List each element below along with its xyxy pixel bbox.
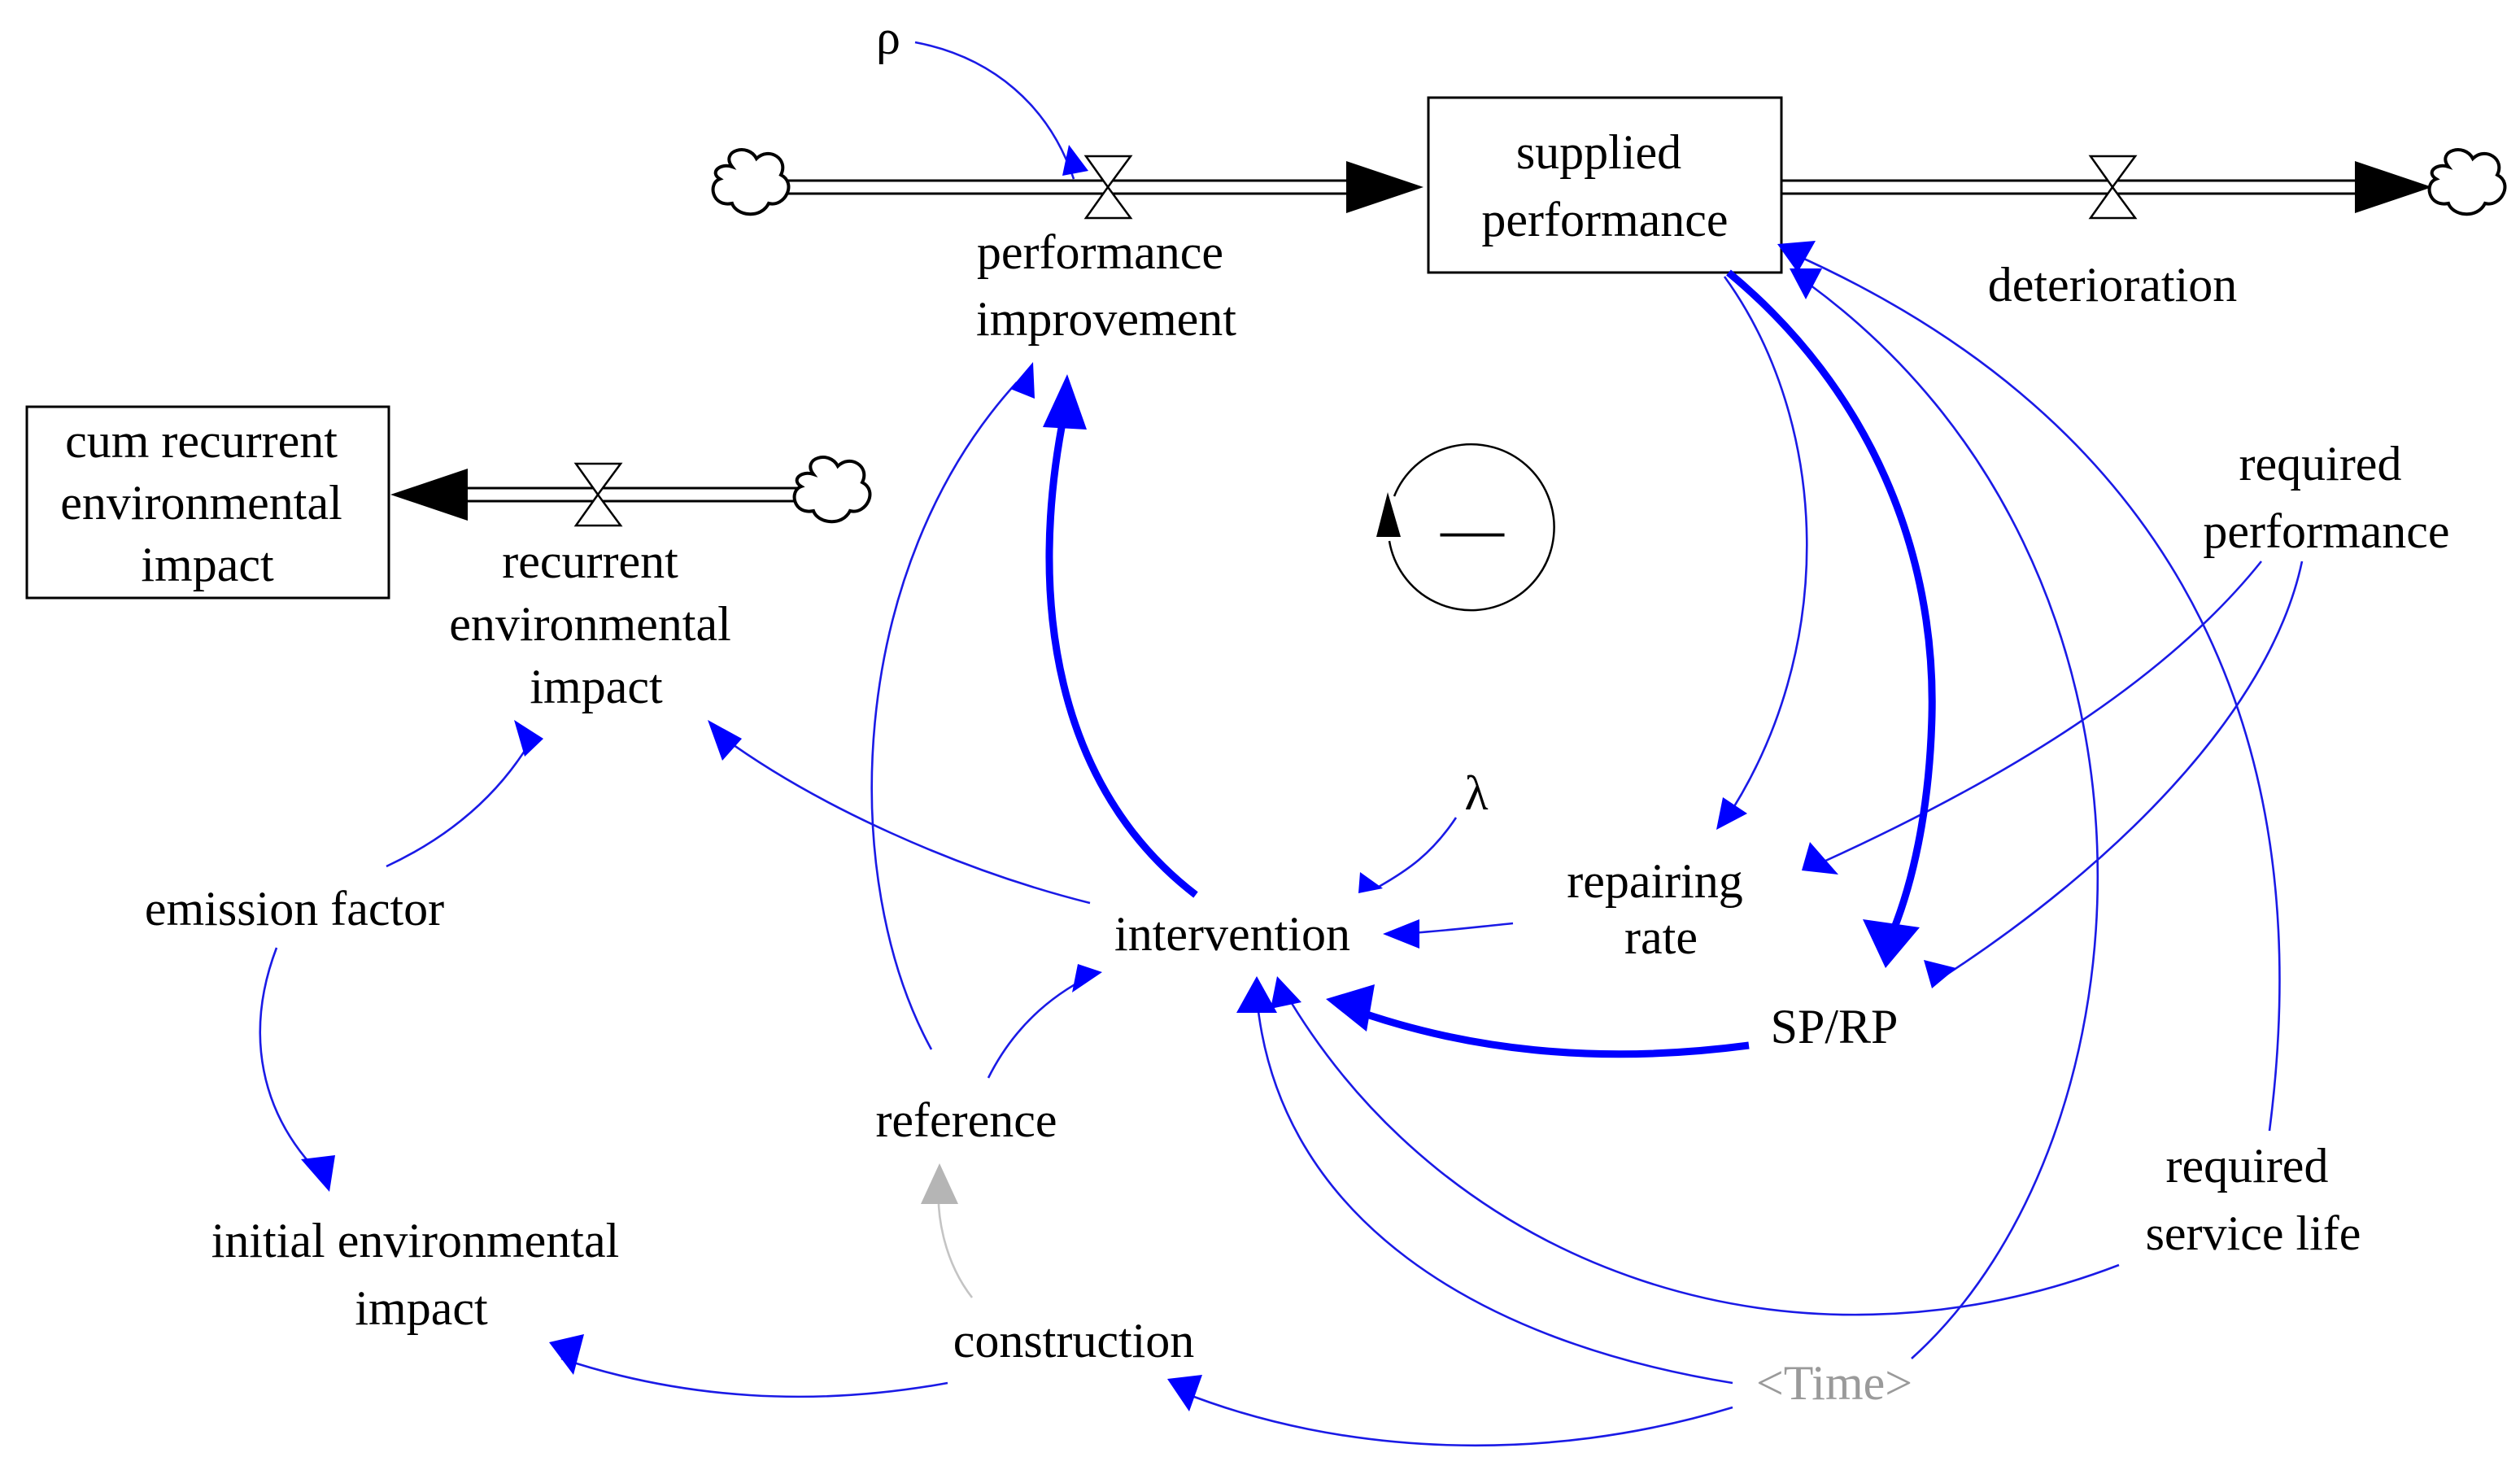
stock-supplied-performance[interactable] [1427,96,1783,274]
link-reference-to-performance-improvement [870,382,1018,1050]
variable-sp-rp[interactable]: SP/RP [1771,1000,1899,1053]
valve-recurrent-environmental-impact [573,462,623,527]
arrowhead [708,720,742,761]
valve-performance-improvement [1083,155,1133,220]
arrowhead [1790,268,1822,299]
link-reference-to-intervention [987,975,1091,1079]
arrowhead [1271,976,1301,1009]
balancing-loop-indicator: — [1376,443,1555,612]
inflow-pipe-recurrent-environmental-impact [390,469,805,521]
source-cloud [792,456,872,524]
inflow-pipe-performance-improvement [783,161,1423,213]
source-cloud [711,148,791,216]
shadow-variable-time[interactable]: <Time> [1756,1356,1912,1410]
link-lambda-to-intervention [1378,817,1458,888]
flow-label-deterioration[interactable]: deterioration [1988,258,2238,312]
link-time-to-supplied-performance [1809,283,2099,1359]
link-intervention-to-recurrent-environmental-impact [715,731,1091,905]
variable-intervention[interactable]: intervention [1114,907,1350,961]
arrowhead [1802,842,1838,875]
variable-rho[interactable]: ρ [876,11,900,64]
link-supplied-performance-to-sp-rp [1726,269,1936,937]
variable-emission-factor[interactable]: emission factor [145,882,444,936]
flow-label-performance-improvement[interactable]: performance improvement [976,225,1236,346]
variable-construction[interactable]: construction [953,1314,1195,1368]
arrowhead [1383,919,1419,949]
valve-deterioration [2088,155,2138,220]
link-required-service-life-to-intervention [1284,992,2120,1316]
variable-required-performance[interactable]: required performance [2203,437,2449,558]
outflow-pipe-deterioration [1781,161,2432,213]
sink-cloud [2427,148,2507,216]
flow-label-recurrent-environmental-impact[interactable]: recurrent environmental impact [449,534,743,713]
arrowhead [1043,374,1087,430]
link-time-to-construction [1179,1389,1733,1447]
link-rho-to-performance-improvement [914,41,1075,180]
arrowhead [1863,919,1920,968]
link-time-to-intervention [1255,996,1733,1385]
link-emission-factor-to-initial-environmental-impact [259,947,322,1176]
flow-arrowhead [2355,161,2432,213]
link-intervention-to-performance-improvement [1045,406,1198,898]
arrowhead [1716,797,1747,830]
variable-repairing-rate[interactable]: repairing rate [1567,854,1755,964]
stock-cum-recurrent-environmental-impact[interactable] [25,405,390,600]
variable-required-service-life[interactable]: required service life [2146,1139,2361,1260]
link-required-service-life-to-supplied-performance [1789,251,2281,1132]
link-required-performance-to-repairing-rate [1821,561,2263,864]
arrowhead [1062,145,1088,176]
link-supplied-performance-to-repairing-rate [1723,276,1808,822]
loop-arrowhead [1376,492,1401,537]
arrowhead [1236,976,1277,1013]
arrowhead [1924,960,1956,988]
arrowhead [549,1334,584,1375]
link-construction-to-initial-environmental-impact [560,1357,948,1398]
arrowhead [1072,964,1102,992]
link-required-performance-to-sp-rp [1943,561,2304,978]
loop-polarity-sign: — [1440,493,1505,564]
flow-arrowhead [390,469,468,521]
flow-arrowhead [1346,161,1423,213]
arrowhead [921,1163,958,1204]
stock-label-cum-recurrent-environmental-impact[interactable]: cum recurrent environmental impact [60,414,355,591]
variable-initial-environmental-impact[interactable]: initial environmental impact [211,1214,632,1335]
arrowhead [1777,241,1816,273]
variable-lambda[interactable]: λ [1464,766,1488,820]
arrowhead [1358,872,1383,893]
arrowhead [1010,362,1035,399]
stock-label-supplied-performance[interactable]: supplied performance [1481,125,1728,246]
arrowhead [514,720,543,757]
link-sp-rp-to-intervention [1349,1005,1750,1058]
arrowhead [1326,984,1375,1032]
link-emission-factor-to-recurrent-environmental-impact [386,744,530,868]
variable-reference[interactable]: reference [875,1093,1057,1147]
arrowhead [1167,1375,1202,1411]
arrowhead [301,1155,335,1192]
